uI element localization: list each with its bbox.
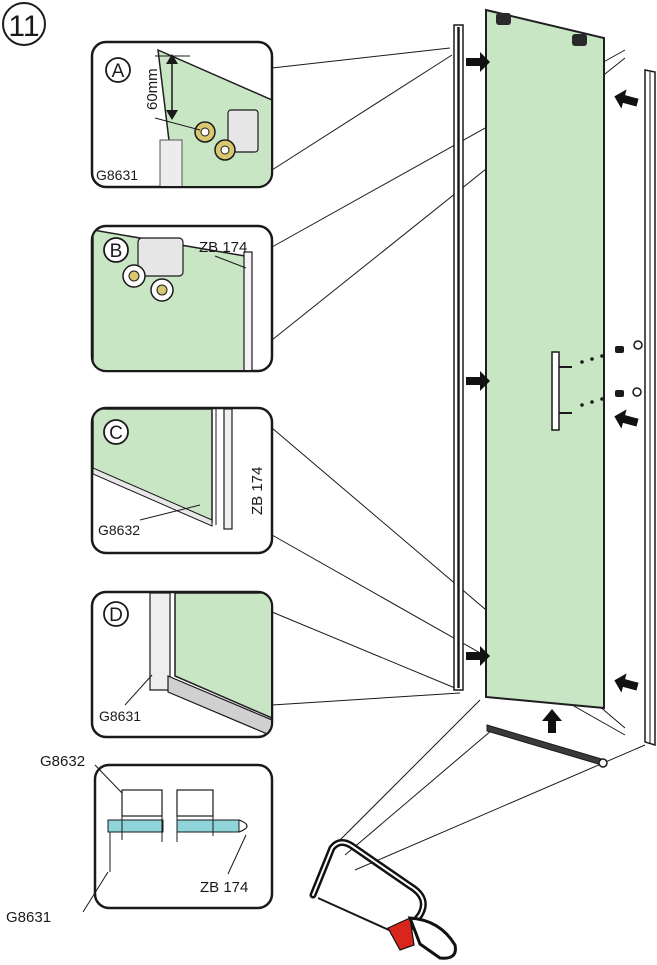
leader-lines [271, 47, 646, 871]
panel-c-part-label: G8632 [98, 522, 140, 538]
panel-d-part-label: G8631 [99, 708, 141, 724]
panel-c-letter: C [109, 423, 123, 444]
arrow-icon [614, 89, 639, 109]
handle-screws [580, 340, 643, 407]
step-number-badge: 11 [2, 2, 46, 46]
arrow-icon [466, 52, 490, 72]
assembly-arrows [466, 52, 639, 733]
panel-d-letter: D [109, 605, 123, 626]
detail-panel-a: A 60mm G8631 [90, 40, 274, 189]
glass-door [485, 8, 605, 710]
arrow-icon [614, 673, 639, 693]
arrow-icon [542, 709, 562, 733]
panel-a-part-label: G8631 [96, 167, 138, 183]
panel-b-letter: B [110, 241, 123, 262]
left-wall-profile [453, 24, 464, 691]
hacksaw-icon [309, 839, 457, 960]
roller-icon [122, 237, 184, 302]
detail-panel-section [82, 763, 274, 913]
detail-panel-b: B ZB 174 [90, 224, 274, 373]
step-number: 11 [8, 10, 39, 43]
door-handle-icon [551, 351, 572, 431]
roller-icon [194, 109, 259, 161]
bottom-profile [486, 724, 608, 768]
glass-door-panel [485, 8, 643, 710]
arrow-icon [466, 646, 490, 666]
detail-panel-d: D G8631 [90, 590, 274, 739]
panel-a-letter: A [112, 61, 125, 82]
section-seal-label: ZB 174 [200, 879, 248, 896]
arrow-icon [466, 371, 490, 391]
panel-b-part-label: ZB 174 [199, 239, 247, 256]
panel-c-seal-label: ZB 174 [249, 467, 266, 515]
roller-icon [496, 13, 511, 25]
section-wall-profile-label: G8631 [6, 909, 51, 926]
right-wall-profile [644, 69, 656, 747]
panel-a-dimension: 60mm [144, 68, 161, 110]
roller-icon [572, 34, 587, 46]
arrow-icon [614, 409, 639, 429]
section-profile-label: G8632 [40, 753, 85, 770]
detail-panel-c: C ZB 174 G8632 [90, 406, 274, 555]
